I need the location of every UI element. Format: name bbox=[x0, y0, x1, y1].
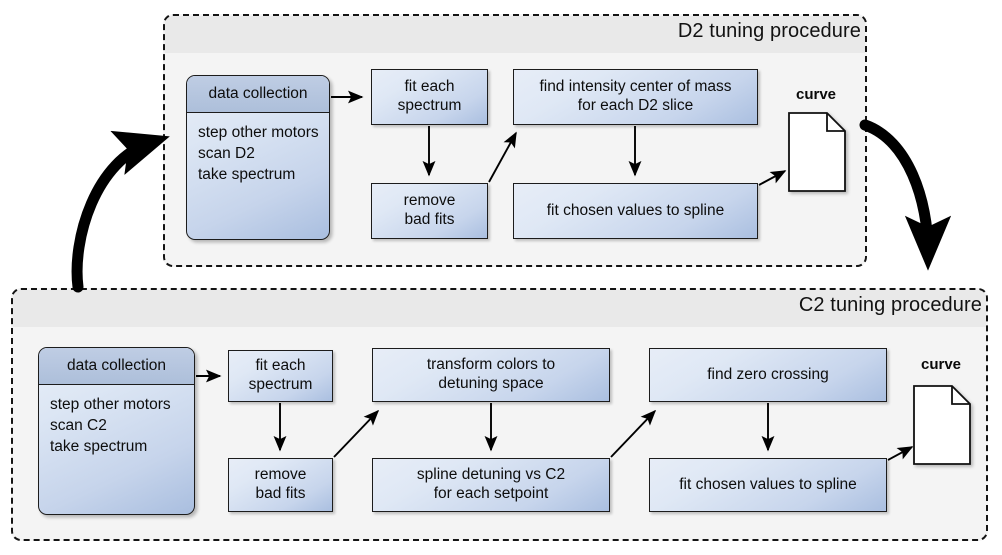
c2-step-transform-colors-to-detuning-space: transform colors to detuning space bbox=[372, 348, 610, 402]
d2-dc-line-2: scan D2 bbox=[198, 145, 255, 163]
c2-step-fit-each-spectrum: fit each spectrum bbox=[228, 350, 333, 402]
panel-d2-title: D2 tuning procedure bbox=[677, 20, 861, 42]
c2-spline-line-1: spline detuning vs C2 bbox=[416, 466, 566, 484]
c2-data-collection-header: data collection bbox=[39, 348, 194, 385]
panel-c2-title-band bbox=[13, 290, 986, 327]
d2-icom-line-2: for each D2 slice bbox=[577, 97, 694, 114]
d2-icom-line-1: find intensity center of mass bbox=[539, 78, 732, 96]
c2-step-spline-detuning-vs-c2: spline detuning vs C2 for each setpoint bbox=[372, 458, 610, 512]
d2-data-collection-box: data collection step other motors scan D… bbox=[186, 75, 330, 240]
c2-dc-line-1: step other motors bbox=[50, 396, 171, 413]
d2-fit-line-1: fit each bbox=[404, 78, 455, 96]
panel-c2-title: C2 tuning procedure bbox=[798, 294, 982, 316]
document-icon bbox=[788, 112, 846, 192]
c2-data-collection-box: data collection step other motors scan C… bbox=[38, 347, 195, 515]
c2-spline-line-2: for each setpoint bbox=[433, 485, 549, 502]
c2-transform-line-1: transform colors to bbox=[426, 356, 556, 374]
d2-step-remove-bad-fits: remove bad fits bbox=[371, 183, 488, 239]
c2-step-fit-chosen-values-to-spline: fit chosen values to spline bbox=[649, 458, 887, 512]
c2-transform-line-2: detuning space bbox=[438, 375, 544, 392]
c2-remove-line-2: bad fits bbox=[255, 485, 306, 502]
c2-fzc-line-1: find zero crossing bbox=[707, 365, 829, 383]
c2-step-find-zero-crossing: find zero crossing bbox=[649, 348, 887, 402]
d2-curve-label: curve bbox=[795, 86, 837, 103]
c2-fit-line-2: spectrum bbox=[248, 376, 313, 393]
c2-curve-label: curve bbox=[920, 356, 962, 373]
arrow-c2-to-d2-loop bbox=[71, 130, 170, 293]
c2-dc-line-3: take spectrum bbox=[50, 438, 148, 456]
d2-remove-line-2: bad fits bbox=[404, 211, 455, 228]
c2-dc-line-2: scan C2 bbox=[50, 417, 107, 435]
document-icon bbox=[913, 385, 971, 465]
d2-curve-output: curve bbox=[780, 86, 852, 204]
c2-fcvts-line-1: fit chosen values to spline bbox=[679, 475, 857, 493]
c2-curve-output: curve bbox=[905, 356, 977, 478]
d2-data-collection-header: data collection bbox=[187, 76, 329, 113]
arrow-d2-to-c2-loop bbox=[859, 119, 952, 271]
d2-data-collection-body: step other motors scan D2 take spectrum bbox=[187, 113, 329, 185]
d2-fit-line-2: spectrum bbox=[397, 97, 462, 114]
d2-remove-line-1: remove bbox=[403, 192, 456, 210]
c2-fit-line-1: fit each bbox=[255, 357, 306, 375]
d2-dc-line-1: step other motors bbox=[198, 124, 319, 141]
d2-step-fit-each-spectrum: fit each spectrum bbox=[371, 69, 488, 125]
d2-dc-line-3: take spectrum bbox=[198, 166, 296, 184]
panel-d2-title-band bbox=[165, 16, 865, 53]
c2-remove-line-1: remove bbox=[254, 466, 307, 484]
d2-step-find-intensity-center-of-mass: find intensity center of mass for each D… bbox=[513, 69, 758, 125]
c2-step-remove-bad-fits: remove bad fits bbox=[228, 458, 333, 512]
d2-fcvts-line-1: fit chosen values to spline bbox=[546, 201, 725, 219]
d2-step-fit-chosen-values-to-spline: fit chosen values to spline bbox=[513, 183, 758, 239]
c2-data-collection-body: step other motors scan C2 take spectrum bbox=[39, 385, 194, 457]
